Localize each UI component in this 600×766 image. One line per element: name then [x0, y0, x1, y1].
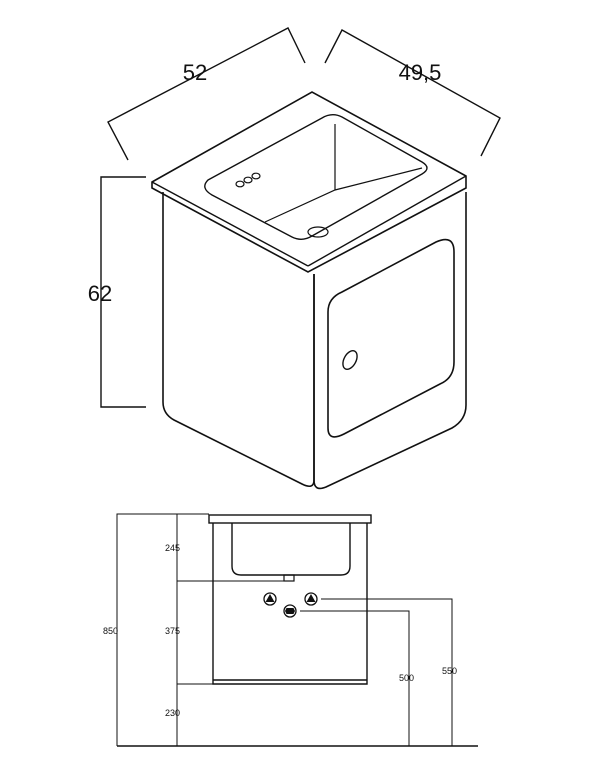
total-height-dimension: [116, 513, 209, 746]
front-countertop: [208, 514, 372, 524]
supply-height-label: 550: [442, 666, 457, 676]
segment-top-label: 245: [165, 543, 180, 553]
front-basin: [231, 523, 351, 576]
total-height-label: 850: [103, 626, 118, 636]
depth-dimension-label: 49,5: [399, 60, 442, 85]
front-drain-stub: [283, 574, 295, 582]
drain-height-dimension: [300, 610, 410, 746]
door-handle-icon: [342, 350, 358, 370]
faucet-hole-icon: [235, 180, 245, 188]
countertop-edge-right: [307, 175, 467, 267]
front-cabinet-box: [212, 523, 368, 685]
isometric-cabinet: 52 49,5 62: [88, 27, 501, 490]
segment-bottom-label: 230: [165, 708, 180, 718]
sink-bowl-inner: [264, 124, 423, 223]
cabinet-door: [327, 238, 455, 438]
height-dimension-bracket: [100, 176, 146, 408]
countertop-slab: [151, 91, 467, 273]
width-dimension-bracket: [107, 27, 306, 161]
drain-height-label: 500: [399, 673, 414, 683]
faucet-hole-icon: [243, 176, 253, 184]
supply-height-dimension: [321, 598, 453, 746]
hot-supply-valve-icon: [304, 592, 318, 606]
height-dimension-label: 62: [88, 281, 112, 306]
faucet-hole-icon: [251, 172, 261, 180]
depth-dimension-bracket: [324, 29, 501, 157]
drain-outlet-icon: [283, 604, 297, 618]
cold-supply-valve-icon: [263, 592, 277, 606]
width-dimension-label: 52: [183, 60, 207, 85]
cabinet-front-panel: [313, 192, 467, 490]
countertop-edge: [151, 181, 309, 267]
cabinet-left-panel: [162, 192, 315, 488]
sink-drain-icon: [307, 226, 329, 238]
sink-bowl-rim: [204, 114, 428, 240]
segment-mid-label: 375: [165, 626, 180, 636]
front-elevation: 850 245 375 230 500 550: [103, 513, 478, 747]
